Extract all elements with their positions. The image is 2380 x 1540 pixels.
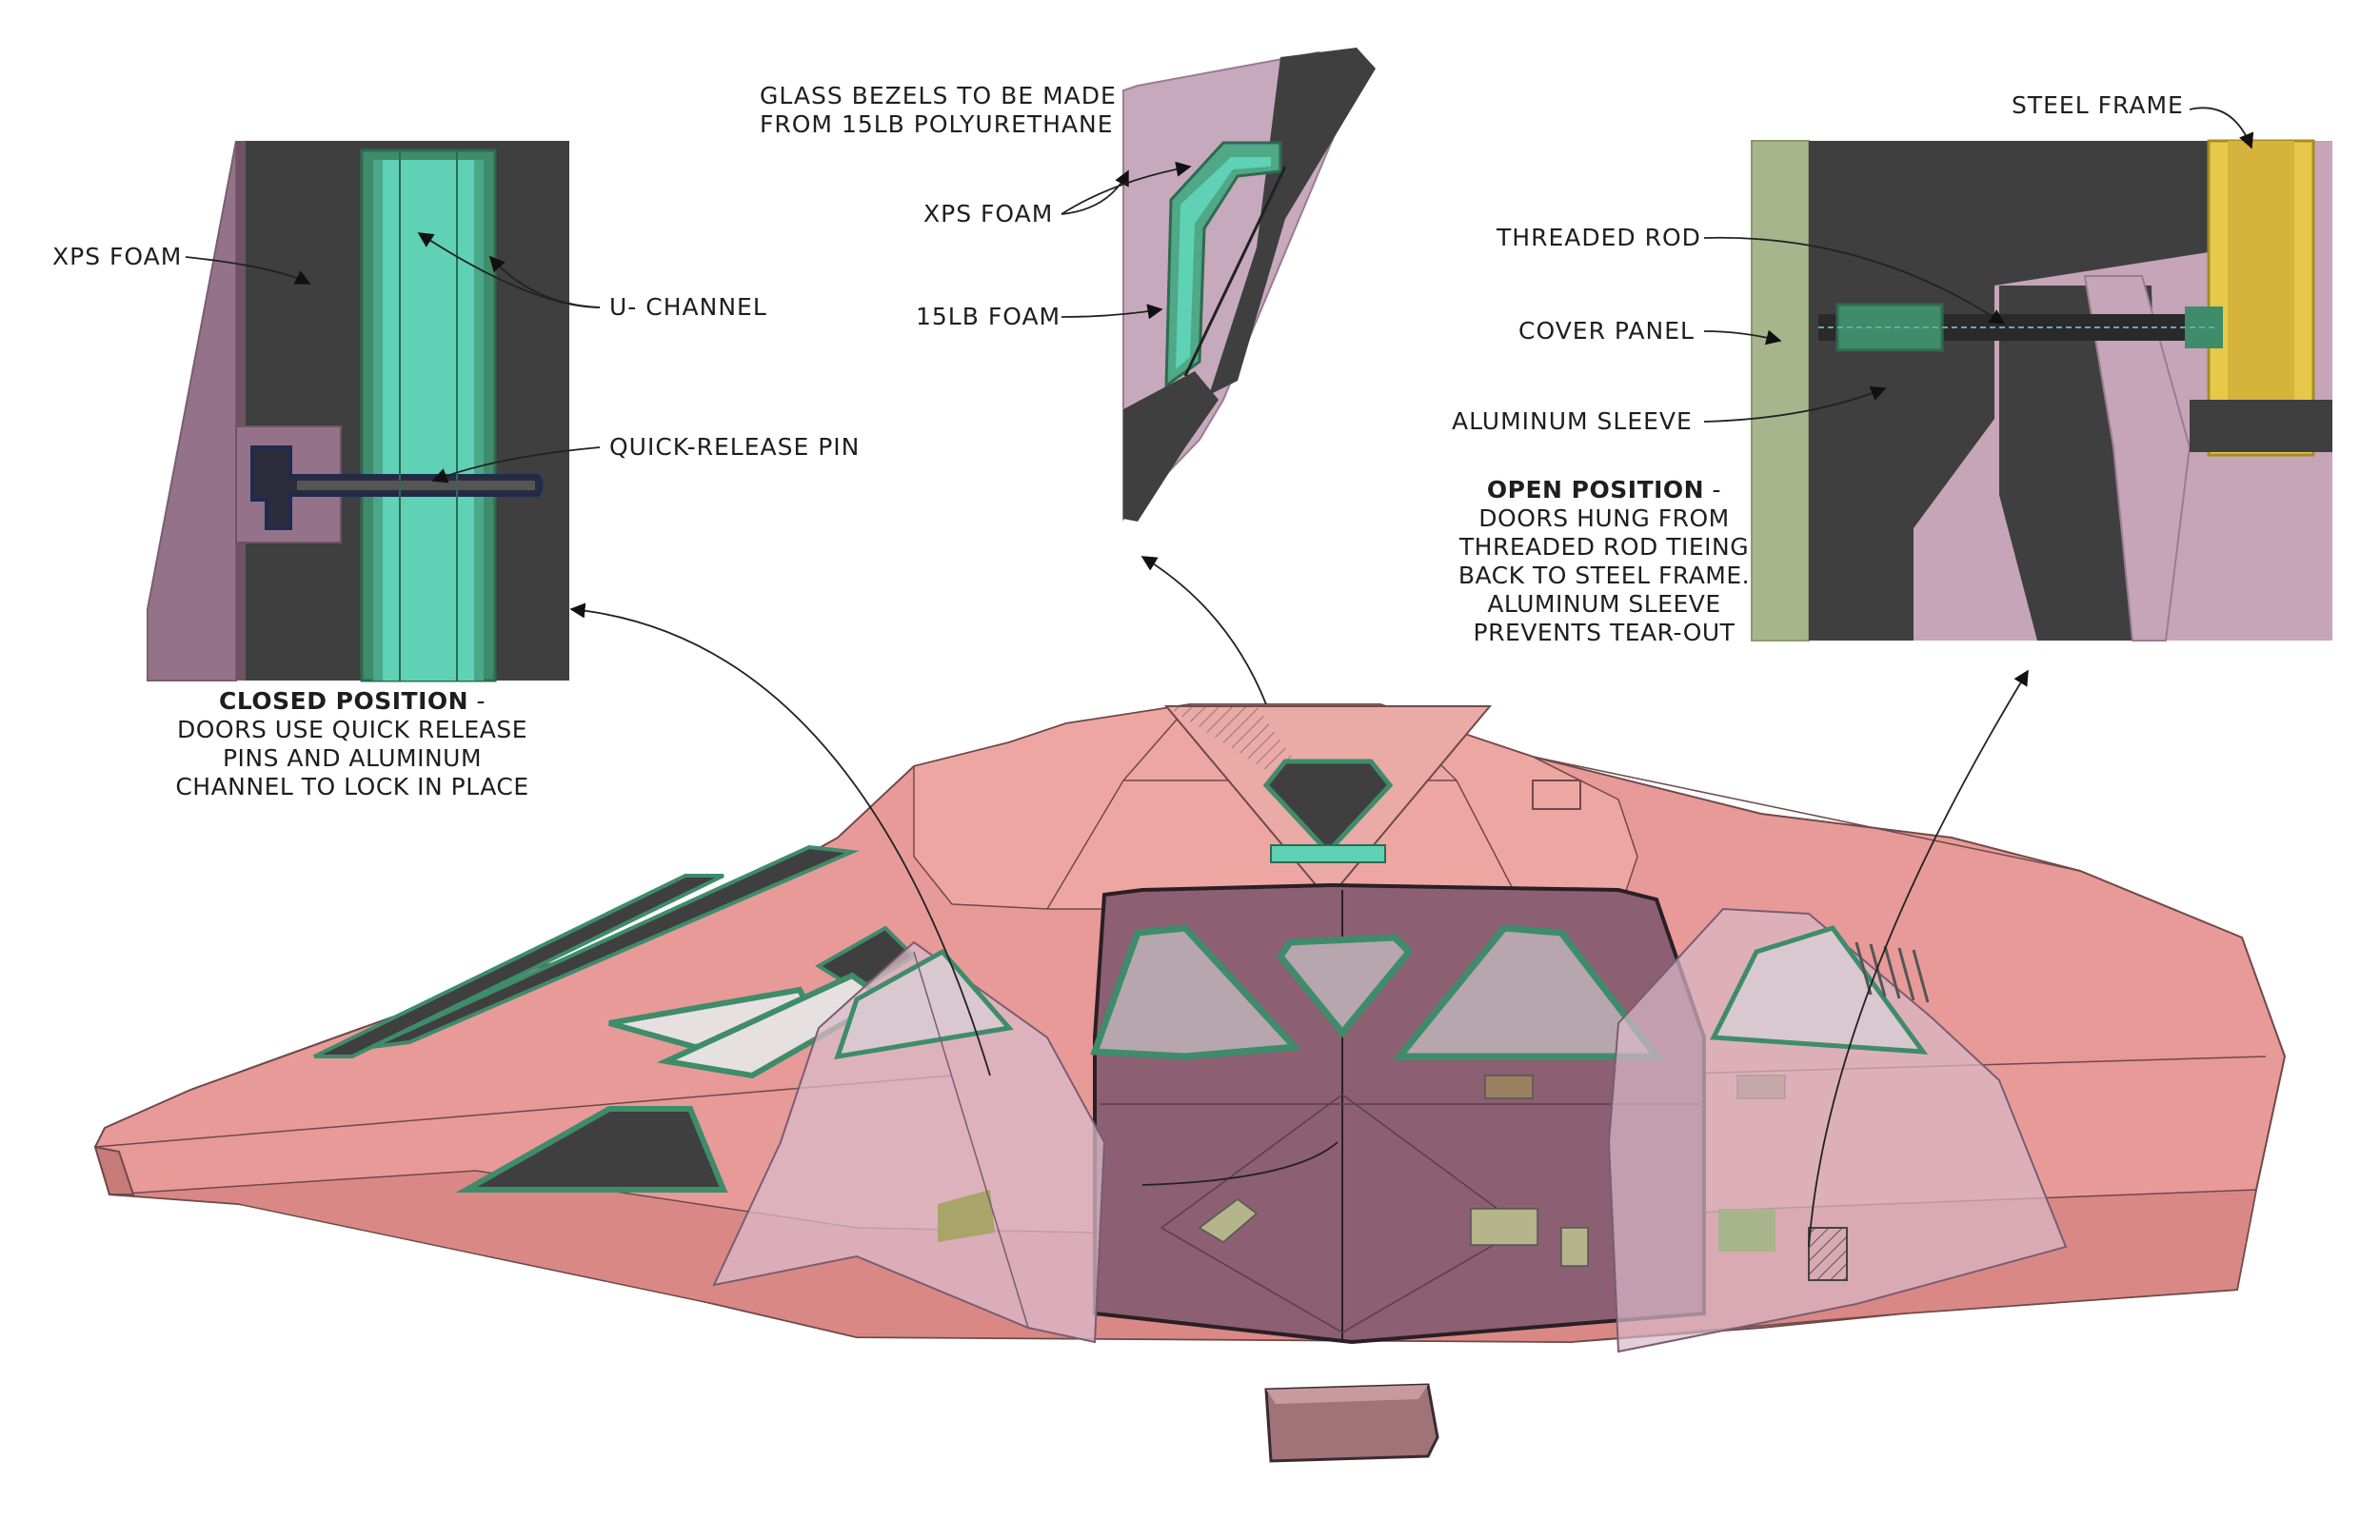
label-glass-bezels-2: FROM 15LB POLYURETHANE <box>760 110 1114 138</box>
label-u-channel: U- CHANNEL <box>609 293 767 321</box>
closed-position-detail <box>147 140 569 682</box>
label-xps-foam-bezel: XPS FOAM <box>923 200 1054 227</box>
label-cover-panel: COVER PANEL <box>1518 317 1695 345</box>
label-threaded-rod: THREADED ROD <box>1497 224 1701 251</box>
note-closed-position: CLOSED POSITION - DOORS USE QUICK RELEAS… <box>143 687 562 801</box>
note-open-line: ALUMINUM SLEEVE <box>1487 590 1721 618</box>
label-glass-bezels-1: GLASS BEZELS TO BE MADE <box>760 82 1117 109</box>
label-aluminum-sleeve: ALUMINUM SLEEVE <box>1452 407 1693 435</box>
label-15lb-foam: 15LB FOAM <box>916 303 1061 330</box>
note-closed-line: PINS AND ALUMINUM <box>222 744 483 772</box>
label-steel-frame: STEEL FRAME <box>2012 91 2184 119</box>
label-quick-release-pin: QUICK-RELEASE PIN <box>609 433 861 461</box>
pod-hull <box>93 703 2287 1463</box>
note-open-heading-dash: - <box>1704 476 1722 503</box>
note-open-line: THREADED ROD TIEING <box>1458 533 1750 561</box>
bezel-detail <box>1122 48 1376 522</box>
label-xps-foam-closed: XPS FOAM <box>52 243 183 270</box>
note-closed-line: CHANNEL TO LOCK IN PLACE <box>175 773 529 800</box>
note-open-line: PREVENTS TEAR-OUT <box>1473 619 1735 646</box>
note-open-position: OPEN POSITION - DOORS HUNG FROM THREADED… <box>1433 476 1775 647</box>
note-closed-heading-dash: - <box>468 687 486 715</box>
note-closed-heading: CLOSED POSITION <box>218 687 469 715</box>
leader-lines <box>185 107 2254 1248</box>
note-open-line: BACK TO STEEL FRAME. <box>1458 562 1751 589</box>
open-position-detail <box>1751 139 2332 642</box>
note-open-heading: OPEN POSITION <box>1486 476 1705 503</box>
note-closed-line: DOORS USE QUICK RELEASE <box>176 716 527 743</box>
note-open-line: DOORS HUNG FROM <box>1478 504 1730 532</box>
